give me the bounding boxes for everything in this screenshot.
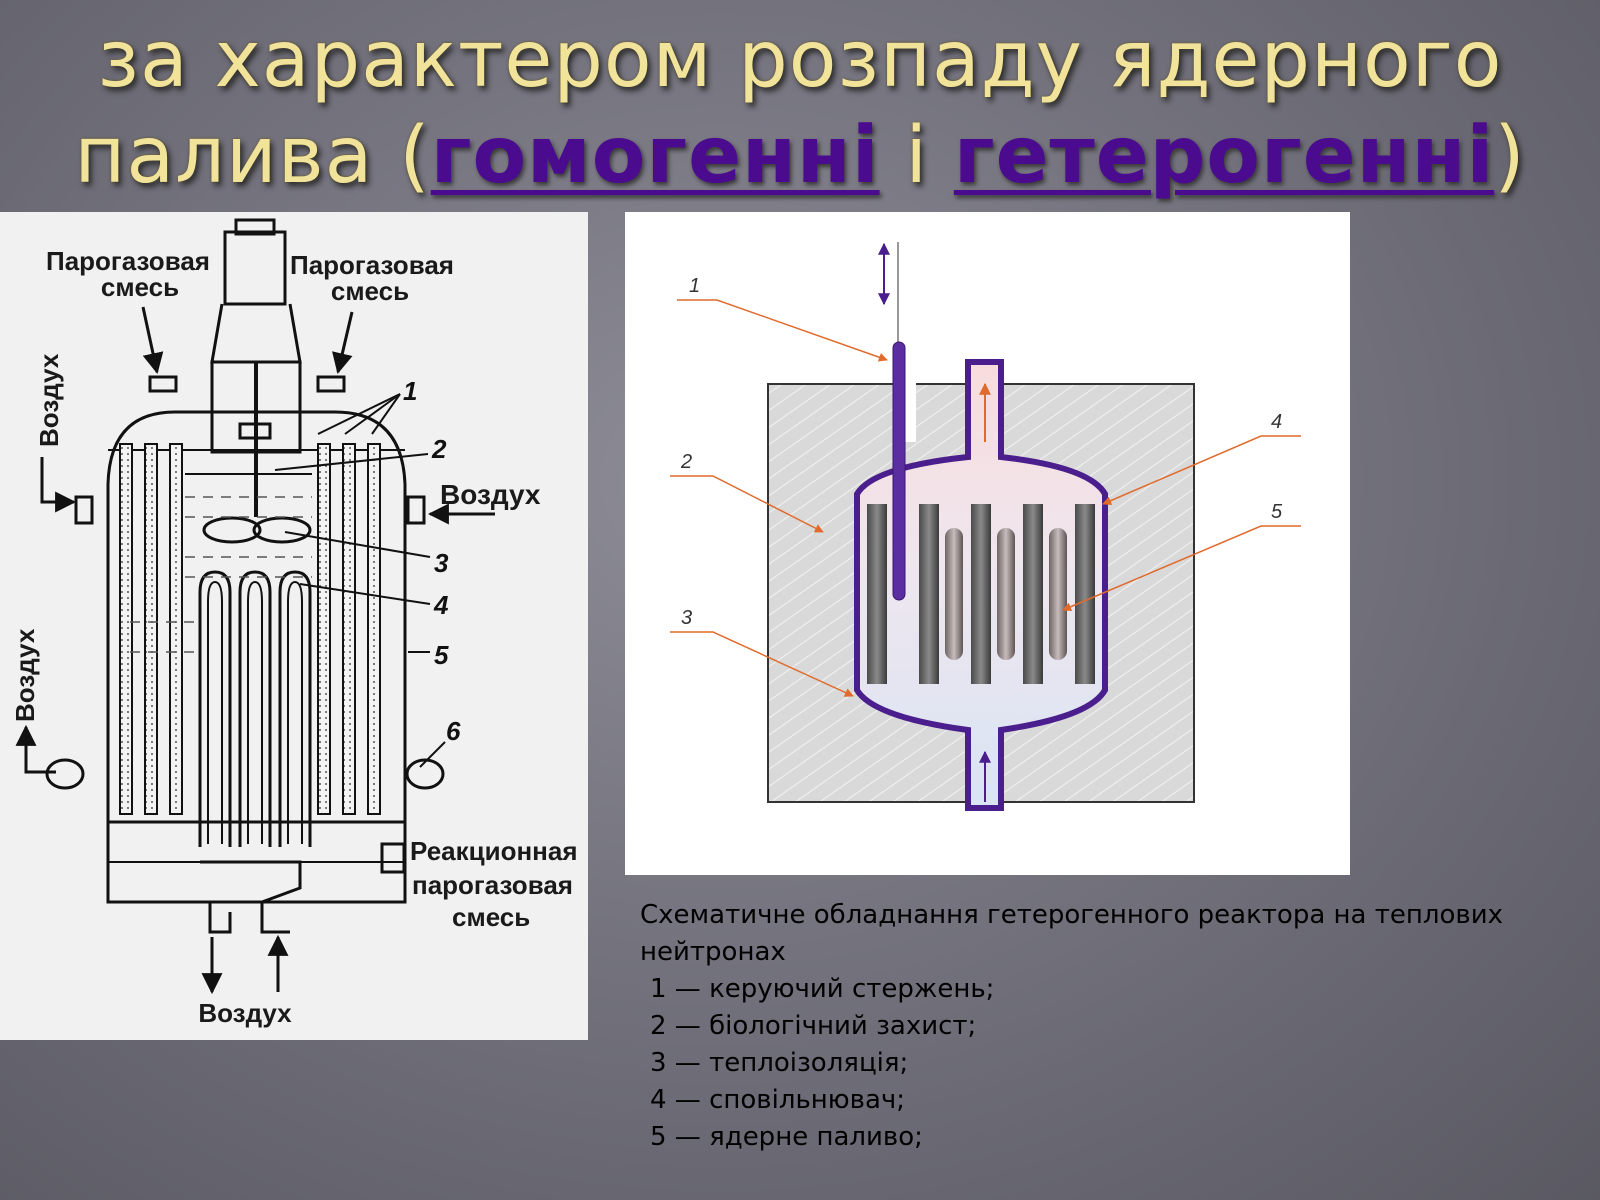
title-line-2-start: палива (: [74, 111, 431, 201]
label-reaction-3: смесь: [452, 902, 530, 932]
left-num-2: 2: [431, 434, 447, 464]
label-air-right: Воздух: [440, 479, 541, 510]
label-steam-mix-left-1: Парогазовая: [46, 246, 210, 276]
left-num-1: 1: [403, 376, 417, 406]
caption-heading: Схематичне обладнання гетерогенного реак…: [640, 900, 1504, 967]
label-air-bottom: Воздух: [198, 998, 292, 1028]
slide-title: за характером розпаду ядерного палива (г…: [0, 12, 1600, 204]
heterogeneous-reactor-svg: 1 2 3 4 5: [670, 242, 1301, 811]
label-reaction-2: парогазовая: [412, 870, 573, 900]
caption-item-1: 1 — керуючий стержень;: [650, 974, 995, 1004]
caption-item-4: 4 — сповільнювач;: [650, 1085, 906, 1115]
heterogeneous-reactor-diagram: 1 2 3 4 5: [625, 212, 1350, 875]
label-steam-mix-right-2: смесь: [331, 276, 409, 306]
left-num-5: 5: [434, 640, 449, 670]
label-air-left-bottom: Воздух: [10, 628, 40, 722]
label-steam-mix-left-2: смесь: [101, 272, 179, 302]
left-num-3: 3: [434, 548, 449, 578]
diagram-caption: Схематичне обладнання гетерогенного реак…: [640, 897, 1590, 1156]
caption-item-5: 5 — ядерне паливо;: [650, 1122, 923, 1152]
label-reaction-1: Реакционная: [410, 836, 578, 866]
left-num-4: 4: [433, 590, 449, 620]
label-steam-mix-right-1: Парогазовая: [290, 250, 454, 280]
caption-item-3: 3 — теплоізоляція;: [650, 1048, 909, 1078]
right-num-4: 4: [1271, 411, 1282, 433]
caption-item-2: 2 — біологічний захист;: [650, 1011, 977, 1041]
right-num-5: 5: [1271, 501, 1283, 523]
homogeneous-reactor-svg: Парогазовая смесь Парогазовая смесь Возд…: [10, 218, 578, 1028]
right-num-3: 3: [681, 607, 692, 629]
title-line-1: за характером розпаду ядерного: [97, 15, 1503, 105]
left-num-6: 6: [446, 716, 461, 746]
right-num-2: 2: [680, 451, 692, 473]
label-air-left-top: Воздух: [34, 353, 64, 447]
right-num-1: 1: [689, 275, 700, 297]
homogeneous-reactor-diagram: Парогазовая смесь Парогазовая смесь Возд…: [0, 212, 588, 1040]
heterogeneous-link[interactable]: гетерогенні: [953, 111, 1495, 201]
title-between: і: [879, 111, 954, 201]
title-line-2-end: ): [1494, 111, 1526, 201]
homogeneous-link[interactable]: гомогенні: [430, 111, 880, 201]
